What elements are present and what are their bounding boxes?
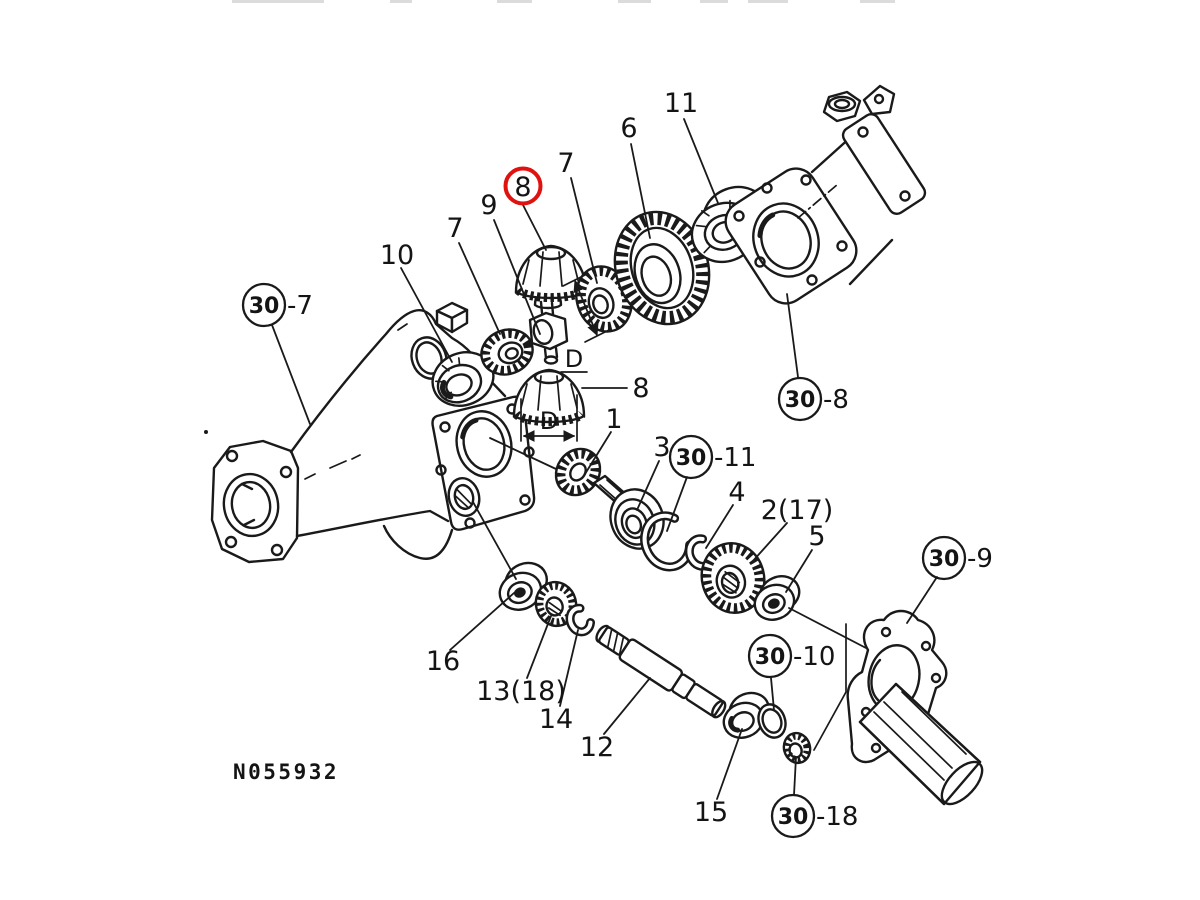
drawing-number: N055932 bbox=[233, 760, 339, 784]
callout-30-7-suffix: -7 bbox=[287, 291, 313, 321]
callout-30-9: 30 -9 bbox=[921, 535, 993, 581]
callout-10: 10 bbox=[380, 240, 414, 271]
callout-7-lower: 7 bbox=[446, 213, 463, 244]
callout-30-18-circled: 30 bbox=[778, 805, 809, 830]
callout-30-18: 30 -18 bbox=[770, 793, 858, 839]
axle-tube-housing-30-9 bbox=[813, 609, 984, 806]
callout-labels: 8 7 9 7 10 6 11 8 1 3 4 2(17) 5 16 13(18… bbox=[233, 88, 993, 839]
callout-30-10: 30 -10 bbox=[747, 633, 835, 679]
callout-30-18-suffix: -18 bbox=[816, 802, 858, 832]
callout-30-11-circled: 30 bbox=[676, 446, 707, 471]
callout-30-7: 30 -7 bbox=[241, 282, 313, 328]
shaft-12 bbox=[595, 624, 727, 719]
callout-15: 15 bbox=[694, 797, 728, 828]
callout-8-top: 8 bbox=[514, 172, 531, 203]
dimension-D-upper: D bbox=[560, 273, 610, 373]
callout-30-11: 30 -11 bbox=[668, 434, 756, 480]
callout-30-7-circled: 30 bbox=[249, 294, 280, 319]
callout-1: 1 bbox=[605, 404, 622, 435]
callout-7-upper: 7 bbox=[557, 148, 574, 179]
callout-30-9-suffix: -9 bbox=[967, 544, 993, 574]
callout-30-9-circled: 30 bbox=[929, 547, 960, 572]
leader-lines bbox=[271, 118, 938, 800]
callout-12: 12 bbox=[580, 732, 614, 763]
bearing-10 bbox=[431, 351, 495, 407]
snap-ring-30-11-part bbox=[640, 511, 695, 572]
callout-16: 16 bbox=[426, 646, 460, 677]
stray-dot bbox=[204, 430, 208, 434]
callout-5: 5 bbox=[808, 521, 825, 552]
scan-artifacts bbox=[232, 0, 895, 3]
gear-2-17 bbox=[700, 542, 766, 614]
callout-6: 6 bbox=[620, 113, 637, 144]
callout-30-11-suffix: -11 bbox=[714, 443, 756, 473]
dim-label-d-upper: D bbox=[565, 345, 583, 373]
key-cube bbox=[435, 301, 469, 334]
highlight-ring-part-8 bbox=[503, 166, 543, 206]
dimension-D-lower: D bbox=[520, 394, 578, 442]
ring-gear-6 bbox=[613, 210, 711, 326]
callout-4: 4 bbox=[728, 477, 745, 508]
callout-30-8-suffix: -8 bbox=[823, 385, 849, 415]
callout-8-mid: 8 bbox=[632, 373, 649, 404]
axle-housing-30-7 bbox=[204, 309, 536, 564]
callout-30-10-circled: 30 bbox=[755, 645, 786, 670]
dim-label-d-lower: D bbox=[540, 407, 558, 435]
callout-30-8-circled: 30 bbox=[785, 388, 816, 413]
clip-14 bbox=[565, 603, 596, 637]
callout-3: 3 bbox=[653, 432, 670, 463]
callout-13-18: 13(18) bbox=[476, 676, 566, 707]
callout-9: 9 bbox=[480, 190, 497, 221]
callout-14: 14 bbox=[539, 704, 573, 735]
carrier-housing-30-8 bbox=[724, 84, 927, 305]
callout-2-17: 2(17) bbox=[761, 495, 834, 526]
callout-30-8: 30 -8 bbox=[777, 376, 849, 422]
seal-30-10-part bbox=[757, 703, 787, 739]
callout-11: 11 bbox=[664, 88, 698, 119]
ring-30-18-part bbox=[782, 731, 812, 765]
callout-30-10-suffix: -10 bbox=[793, 642, 835, 672]
